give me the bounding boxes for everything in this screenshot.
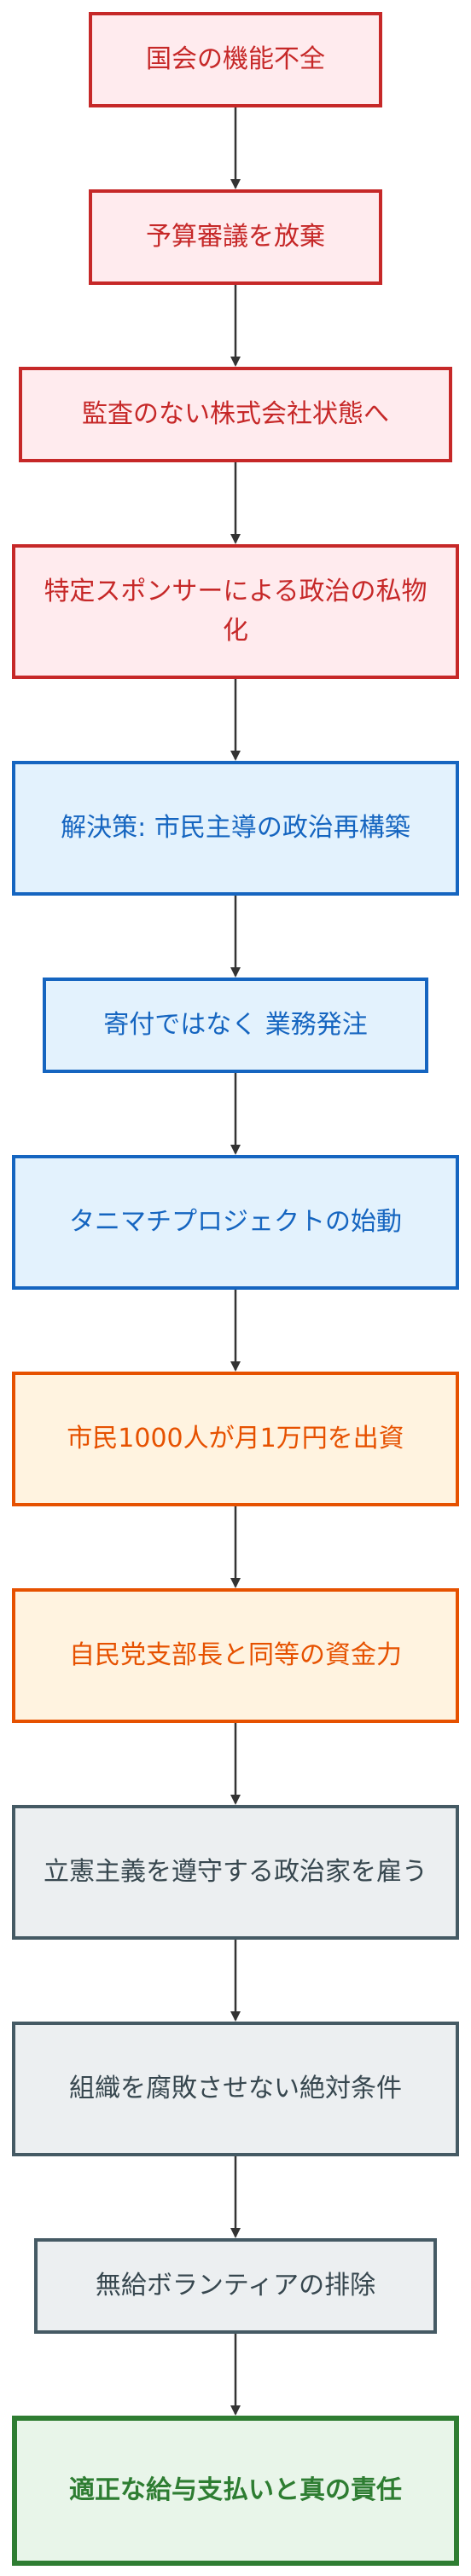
node-label: 予算審議を放棄 — [146, 222, 325, 252]
node-shikinryoku: 自民党支部長と同等の資金力 — [12, 1588, 459, 1723]
node-label: 特定スポンサーによる政治の私物化 — [44, 577, 427, 646]
node-label: 監査のない株式会社状態へ — [82, 399, 389, 429]
node-label: タニマチプロジェクトの始動 — [69, 1207, 402, 1237]
node-label: 寄付ではなく 業務発注 — [103, 1010, 368, 1040]
node-kifu-dehanaku-gyoumu-hacchuu: 寄付ではなく 業務発注 — [43, 978, 428, 1073]
node-label: 適正な給与支払いと真の責任 — [69, 2475, 402, 2505]
node-yosan-shingi-houki: 予算審議を放棄 — [89, 189, 382, 285]
node-tekisei-kyuuyo: 適正な給与支払いと真の責任 — [12, 2416, 459, 2566]
node-zettai-jouken: 組織を腐敗させない絶対条件 — [12, 2022, 459, 2156]
node-tanimachi-project: タニマチプロジェクトの始動 — [12, 1155, 459, 1290]
node-kaiketsusaku: 解決策: 市民主導の政治再構築 — [12, 761, 459, 896]
node-label: 自民党支部長と同等の資金力 — [69, 1640, 402, 1670]
node-label: 組織を腐敗させない絶対条件 — [69, 2074, 402, 2103]
node-label: 市民1000人が月1万円を出資 — [67, 1424, 404, 1453]
node-volunteer-haijo: 無給ボランティアの排除 — [34, 2238, 437, 2334]
node-kokkai-kinou-fuzen: 国会の機能不全 — [89, 12, 382, 107]
node-label: 無給ボランティアの排除 — [95, 2271, 376, 2300]
node-shimin-shusshi: 市民1000人が月1万円を出資 — [12, 1372, 459, 1506]
node-label: 国会の機能不全 — [146, 44, 325, 74]
node-label: 立憲主義を遵守する政治家を雇う — [44, 1857, 427, 1887]
node-seijika-wo-yatou: 立憲主義を遵守する政治家を雇う — [12, 1805, 459, 1940]
node-label: 解決策: 市民主導の政治再構築 — [61, 813, 410, 843]
node-tokutei-sponsor-shibutsuka: 特定スポンサーによる政治の私物化 — [12, 544, 459, 679]
node-kansa-no-nai-kabushikigaisha: 監査のない株式会社状態へ — [19, 367, 452, 462]
